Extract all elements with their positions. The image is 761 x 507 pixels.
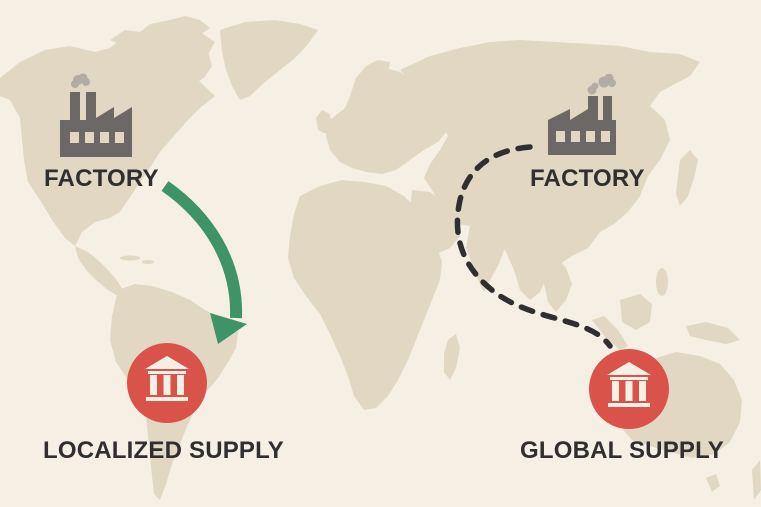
factory-right	[546, 73, 628, 163]
smoke-icon	[71, 73, 90, 88]
bank-building-icon	[589, 349, 669, 429]
baffin-landmass	[180, 46, 212, 84]
caribbean-island-2	[142, 260, 154, 264]
asia-landmass	[400, 40, 700, 300]
new-zealand-landmass	[752, 460, 761, 500]
scandinavia-landmass	[350, 60, 390, 104]
africa-landmass	[288, 180, 442, 410]
uk-landmass	[316, 110, 332, 134]
local-supply-arrow-shaft	[161, 181, 243, 319]
factory-right-label: FACTORY	[530, 165, 645, 192]
global-supply-route	[454, 144, 613, 349]
factory-icon	[548, 73, 616, 155]
arctic-islands-landmass	[110, 16, 210, 46]
factory-left	[58, 70, 138, 165]
factory-icon	[60, 73, 132, 157]
borneo-landmass	[620, 294, 652, 330]
sumatra-landmass	[592, 316, 628, 350]
central-america-landmass	[75, 246, 124, 296]
factory-left-label: FACTORY	[44, 165, 159, 192]
madagascar-landmass	[444, 334, 460, 380]
supply-local-label: LOCALIZED SUPPLY	[43, 437, 285, 464]
supply-global-label: GLOBAL SUPPLY	[520, 437, 724, 464]
caribbean-island	[120, 255, 140, 261]
local-supply-arrowhead	[210, 313, 247, 344]
india-landmass	[466, 226, 504, 292]
philippines-landmass	[656, 268, 668, 296]
indochina-landmass	[540, 256, 572, 312]
supply-global-node	[588, 348, 670, 435]
new-guinea-landmass	[686, 322, 740, 344]
bank-building-icon	[127, 343, 207, 423]
tasmania-landmass	[706, 474, 720, 492]
smoke-icon	[587, 73, 616, 95]
japan-landmass	[676, 150, 698, 206]
supply-local-node	[126, 342, 208, 429]
greenland-landmass	[220, 20, 318, 100]
